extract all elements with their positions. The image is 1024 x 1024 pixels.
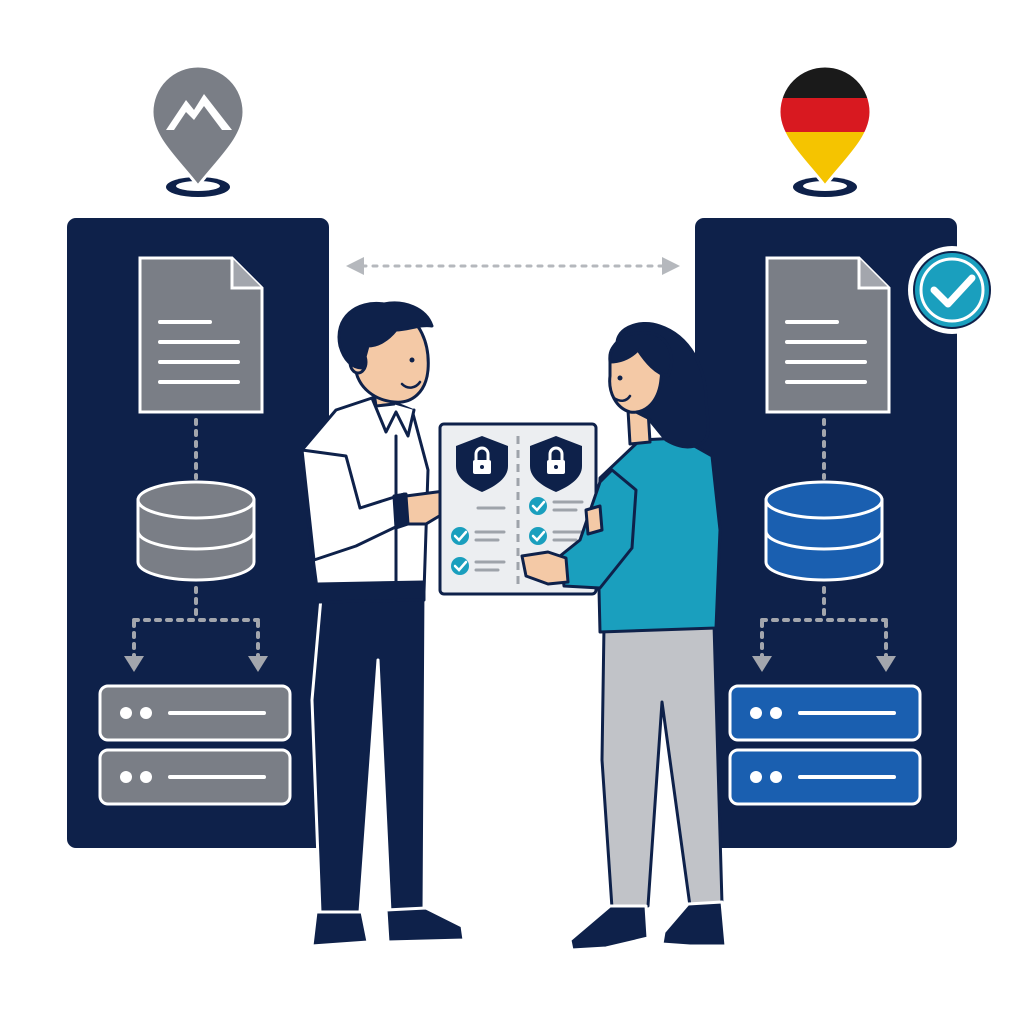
left-document-icon [138, 256, 264, 414]
right-arrowhead-b [876, 656, 896, 672]
bidirectional-dashed-arrow-icon [346, 257, 680, 275]
compliance-checklist-board [438, 422, 598, 596]
shield-lock-icon-left [456, 436, 508, 492]
left-server-rack-icon [98, 684, 292, 806]
checklist-right [529, 497, 584, 545]
checkmark-circle-icon [908, 246, 996, 334]
left-database-icon [136, 480, 256, 582]
right-arrowhead-a [752, 656, 772, 672]
right-split-arrows [760, 586, 888, 658]
left-split-arrows [132, 586, 260, 658]
woman-reviewing [520, 321, 728, 952]
left-arrowhead-a [124, 656, 144, 672]
germany-flag-location-pin-icon [777, 64, 873, 197]
shield-lock-icon-right [530, 436, 582, 492]
left-arrowhead-b [248, 656, 268, 672]
mountain-location-pin-icon [150, 64, 246, 197]
checklist-left [451, 506, 506, 575]
right-database-icon [764, 480, 884, 582]
man-presenting [300, 301, 474, 948]
right-server-rack-icon [728, 684, 922, 806]
right-document-icon [765, 256, 891, 414]
